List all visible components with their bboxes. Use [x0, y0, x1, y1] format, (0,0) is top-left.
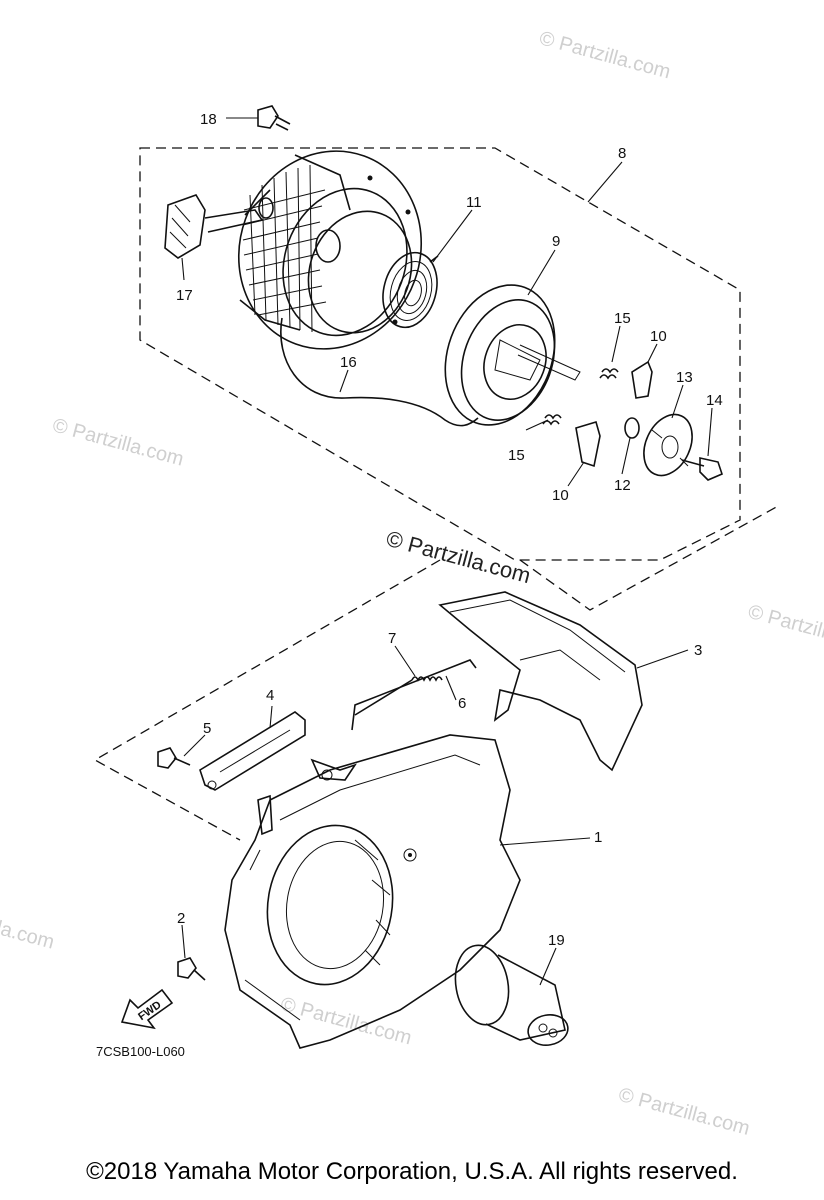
watermark-text: © Partzilla.com	[746, 601, 824, 657]
watermark-text: © Partzilla.com	[0, 897, 57, 953]
callout-19: 19	[548, 932, 565, 949]
callout-8: 8	[618, 145, 626, 162]
leader-lines	[181, 117, 713, 986]
washer-part-12	[624, 417, 640, 439]
callout-5: 5	[203, 720, 211, 737]
callout-11: 11	[466, 194, 482, 211]
starter-rope-part-16	[280, 317, 479, 427]
callout-12: 12	[614, 477, 631, 494]
spring-part-7	[354, 676, 443, 716]
watermark-text: © Partzilla.com	[50, 415, 186, 471]
air-shroud-part-3	[438, 591, 643, 772]
watermark-text: © Partzilla.com	[278, 993, 414, 1049]
cylindrical-part-19	[454, 944, 569, 1046]
ratchet-spring-part-15	[542, 368, 619, 426]
callout-16: 16	[340, 354, 357, 371]
watermark-text: © Partzilla.com	[616, 1084, 752, 1140]
starter-case	[237, 150, 423, 350]
friction-plate-part-13	[643, 413, 693, 477]
bolt-part-2	[177, 957, 206, 981]
drive-pulley-part-9	[444, 284, 581, 426]
callout-6: 6	[458, 695, 466, 712]
callout-18: 18	[200, 111, 217, 128]
bolt-part-14	[681, 457, 723, 481]
assembly-guide-lines	[93, 504, 781, 841]
assembly-8-boundary	[139, 147, 741, 561]
callout-4: 4	[266, 687, 274, 704]
fwd-arrow-icon: FWD	[120, 988, 174, 1030]
callout-15: 15	[614, 310, 631, 327]
callout-14: 14	[706, 392, 723, 409]
bracket-part-4	[199, 711, 306, 791]
fan-housing-part-1	[224, 734, 521, 1049]
callout-2: 2	[177, 910, 185, 927]
callout-3: 3	[694, 642, 702, 659]
callout-1: 1	[594, 829, 602, 846]
callout-10: 10	[552, 487, 569, 504]
bolt-part-18	[257, 105, 291, 131]
callout-13: 13	[676, 369, 693, 386]
bolt-part-5	[157, 747, 191, 769]
linkage-lever	[257, 758, 357, 836]
ratchet-part-10	[575, 360, 653, 468]
watermark-text: © Partzilla.com	[537, 27, 673, 83]
copyright-text: ©2018 Yamaha Motor Corporation, U.S.A. A…	[86, 1158, 738, 1185]
link-rod-part-6	[351, 659, 477, 731]
callout-9: 9	[552, 233, 560, 250]
callout-10: 10	[650, 328, 667, 345]
watermark-layer: © Partzilla.com © Partzilla.com © Partzi…	[0, 27, 824, 1140]
starter-handle-part-17	[164, 194, 274, 259]
callout-17: 17	[176, 287, 193, 304]
callout-7: 7	[388, 630, 396, 647]
callout-15: 15	[508, 447, 525, 464]
recoil-spring-part-11	[382, 251, 439, 329]
callout-labels: 18 8 11 9 17 15 10 16 13 14 15 12 10 7 3…	[176, 111, 723, 949]
diagram-code: 7CSB100-L060	[96, 1044, 185, 1059]
